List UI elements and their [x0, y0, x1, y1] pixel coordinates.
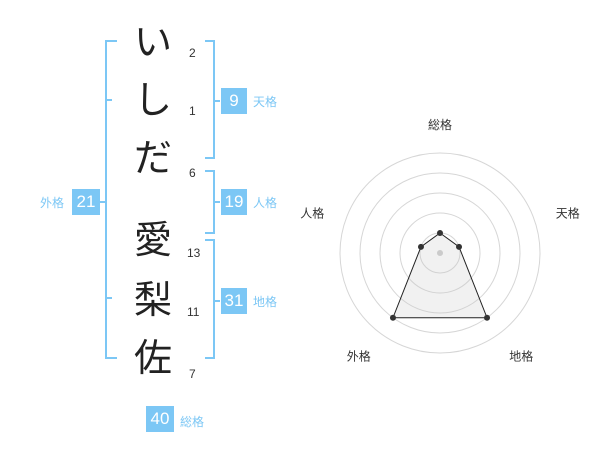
- name-char-6: 佐: [133, 336, 172, 380]
- tenkaku-label: 天格: [253, 95, 278, 109]
- chikaku-label: 地格: [253, 295, 278, 309]
- radar-axis-label-2: 天格: [556, 205, 580, 220]
- radar-center-dot: [437, 250, 443, 256]
- soukaku-label: 総格: [180, 415, 205, 429]
- radar-point-1: [437, 230, 443, 236]
- gaikaku-badge: 21: [72, 189, 100, 215]
- tenkaku-bracket: [205, 40, 215, 159]
- stroke-count-3: 6: [189, 166, 196, 180]
- stroke-count-6: 7: [189, 367, 196, 381]
- name-char-4: 愛: [133, 218, 172, 262]
- soukaku-badge: 40: [146, 406, 174, 432]
- chikaku-badge: 31: [221, 288, 247, 314]
- name-char-3: だ: [133, 136, 172, 180]
- name-char-5: 梨: [133, 278, 172, 322]
- radar-axis-label-4: 外格: [347, 349, 371, 364]
- stroke-count-4: 13: [187, 246, 201, 260]
- radar-point-2: [456, 243, 463, 250]
- stroke-count-1: 2: [189, 46, 196, 60]
- radar-point-3: [484, 314, 491, 321]
- chikaku-bracket: [205, 239, 215, 359]
- jinkaku-label: 人格: [253, 196, 278, 210]
- radar-axis-label-5: 人格: [300, 205, 324, 220]
- radar-ring: [339, 152, 541, 354]
- tenkaku-badge: 9: [221, 88, 247, 114]
- radar-point-5: [417, 243, 424, 250]
- radar-point-4: [389, 314, 396, 321]
- radar-axis-label-1: 総格: [428, 117, 452, 132]
- radar-data-area: [392, 232, 488, 319]
- radar-ring: [359, 172, 521, 334]
- name-char-1: い: [133, 20, 172, 64]
- radar-axis-label-3: 地格: [509, 349, 533, 364]
- gaikaku-bracket: [105, 40, 117, 359]
- gaikaku-label: 外格: [40, 196, 65, 210]
- stroke-count-2: 1: [189, 104, 196, 118]
- stroke-count-5: 11: [187, 305, 200, 319]
- radar-ring: [399, 212, 481, 294]
- jinkaku-badge: 19: [221, 189, 247, 215]
- name-char-2: し: [133, 78, 172, 122]
- radar-ring: [379, 192, 501, 314]
